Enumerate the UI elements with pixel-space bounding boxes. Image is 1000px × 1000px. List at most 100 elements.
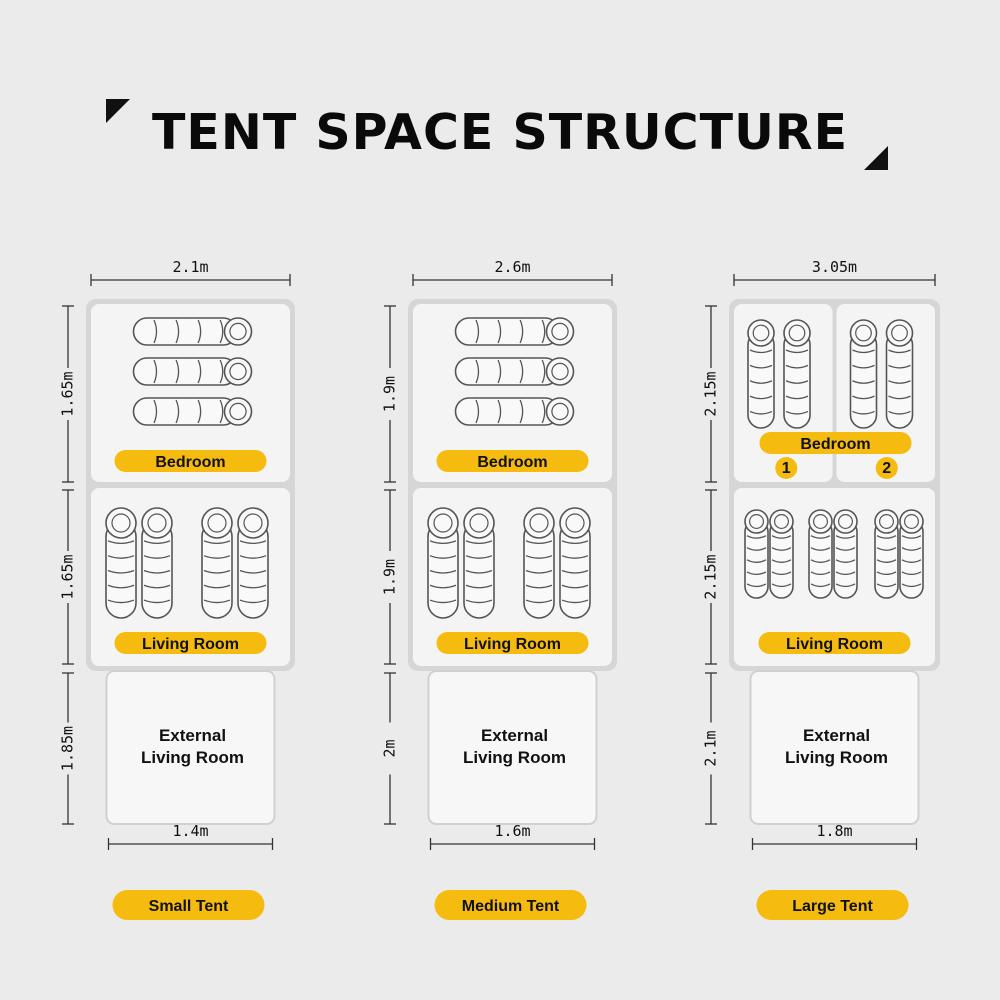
- external-height-dimension: 2m: [379, 672, 401, 825]
- living-room-label-bg: [114, 632, 267, 654]
- living-room-label-text: Living Room: [464, 636, 561, 653]
- living-height-dimension-text: 1.65m: [59, 554, 77, 599]
- bedroom-number-badge: 2: [875, 457, 898, 479]
- sleeping-bag-icon: [783, 319, 811, 429]
- sleeping-bag-icon: [237, 507, 269, 619]
- tent-name-label-text: Medium Tent: [462, 898, 560, 915]
- sleeping-bag-icon: [454, 397, 575, 426]
- tent-name-label-bg: [756, 890, 909, 920]
- tent-name-label-text: Large Tent: [792, 898, 873, 915]
- external-room-label-line1: External: [159, 726, 226, 745]
- bedroom-height-dimension: 2.15m: [700, 305, 722, 483]
- corner-decoration-bottom-right: [864, 146, 888, 170]
- external-width-dimension-text: 1.8m: [816, 822, 852, 840]
- bedroom-height-dimension-text: 1.9m: [381, 376, 399, 412]
- tent-name-label: Large Tent: [756, 890, 909, 920]
- living-room-label-bg: [758, 632, 911, 654]
- sleeping-bag-icon: [105, 507, 137, 619]
- sleeping-bag-icon: [885, 319, 914, 429]
- tent-name-label-bg: [112, 890, 265, 920]
- external-height-dimension: 1.85m: [57, 672, 79, 825]
- sleeping-bag-icon: [141, 507, 173, 619]
- sleeping-bag-icon: [454, 317, 575, 346]
- external-width-dimension-text: 1.6m: [494, 822, 530, 840]
- bedroom-label-bg: [436, 450, 589, 472]
- living-room-label-text: Living Room: [786, 636, 883, 653]
- external-height-dimension-text: 1.85m: [59, 726, 77, 771]
- page-title: TENT SPACE STRUCTURE: [151, 104, 849, 161]
- living-room-label: Living Room: [436, 632, 589, 654]
- sleeping-bag-icon: [769, 509, 794, 599]
- width-dimension: 2.6m: [412, 258, 613, 286]
- sleeping-bag-icon: [523, 507, 555, 619]
- sleeping-bag-icon: [427, 507, 459, 619]
- external-room-panel: [105, 670, 276, 825]
- external-width-dimension: 1.6m: [429, 822, 596, 850]
- external-width-dimension: 1.4m: [107, 822, 274, 850]
- bedroom-label-bg: [114, 450, 267, 472]
- bedroom-number-text: 1: [782, 460, 791, 477]
- bedroom-number-text: 2: [882, 460, 891, 477]
- tent-name-label-bg: [434, 890, 587, 920]
- sleeping-bag-icon: [899, 509, 924, 599]
- external-width-dimension: 1.8m: [751, 822, 918, 850]
- sleeping-bag-icon: [874, 509, 899, 599]
- living-height-dimension: 1.65m: [57, 489, 79, 665]
- width-dimension-text: 2.6m: [494, 258, 530, 276]
- bedroom-panel: [413, 304, 612, 482]
- tent-name-label: Medium Tent: [434, 890, 587, 920]
- external-height-dimension-text: 2m: [381, 739, 399, 757]
- bedroom-number-badge: 1: [775, 457, 798, 479]
- living-height-dimension-text: 1.9m: [381, 559, 399, 595]
- external-height-dimension-text: 2.1m: [702, 730, 720, 766]
- sleeping-bag-icon: [463, 507, 495, 619]
- living-height-dimension-text: 2.15m: [702, 554, 720, 599]
- bedroom-height-dimension-text: 2.15m: [702, 371, 720, 416]
- living-height-dimension: 2.15m: [700, 489, 722, 665]
- bedroom-panel: [91, 304, 290, 482]
- bedroom-label-text: Bedroom: [477, 454, 547, 471]
- width-dimension-text: 3.05m: [812, 258, 857, 276]
- bedroom-height-dimension: 1.65m: [57, 305, 79, 483]
- external-room-panel: [749, 670, 920, 825]
- width-dimension: 3.05m: [733, 258, 936, 286]
- width-dimension-text: 2.1m: [172, 258, 208, 276]
- bedroom-height-dimension: 1.9m: [379, 305, 401, 483]
- corner-decoration-top-left: [106, 99, 130, 123]
- external-room-label-line2: Living Room: [463, 748, 566, 767]
- external-width-dimension-text: 1.4m: [172, 822, 208, 840]
- bedroom-height-dimension-text: 1.65m: [59, 371, 77, 416]
- sleeping-bag-icon: [201, 507, 233, 619]
- living-height-dimension: 1.9m: [379, 489, 401, 665]
- external-room-label-line2: Living Room: [785, 748, 888, 767]
- external-room-panel: [427, 670, 598, 825]
- living-room-label-text: Living Room: [142, 636, 239, 653]
- living-room-label: Living Room: [114, 632, 267, 654]
- sleeping-bag-icon: [744, 509, 769, 599]
- external-height-dimension: 2.1m: [700, 672, 722, 825]
- sleeping-bag-icon: [747, 319, 775, 429]
- width-dimension: 2.1m: [90, 258, 291, 286]
- bedroom-label-text: Bedroom: [800, 436, 870, 453]
- sleeping-bag-icon: [132, 357, 253, 386]
- sleeping-bag-icon: [454, 357, 575, 386]
- external-room-label-line1: External: [803, 726, 870, 745]
- bedroom-label: Bedroom: [114, 450, 267, 472]
- sleeping-bag-icon: [132, 317, 253, 346]
- sleeping-bag-icon: [808, 509, 833, 599]
- tent-name-label-text: Small Tent: [149, 898, 229, 915]
- living-room-label-bg: [436, 632, 589, 654]
- living-room-label: Living Room: [758, 632, 911, 654]
- sleeping-bag-icon: [849, 319, 878, 429]
- external-room-label-line1: External: [481, 726, 548, 745]
- sleeping-bag-icon: [132, 397, 253, 426]
- external-room-label-line2: Living Room: [141, 748, 244, 767]
- bedroom-label: Bedroom: [436, 450, 589, 472]
